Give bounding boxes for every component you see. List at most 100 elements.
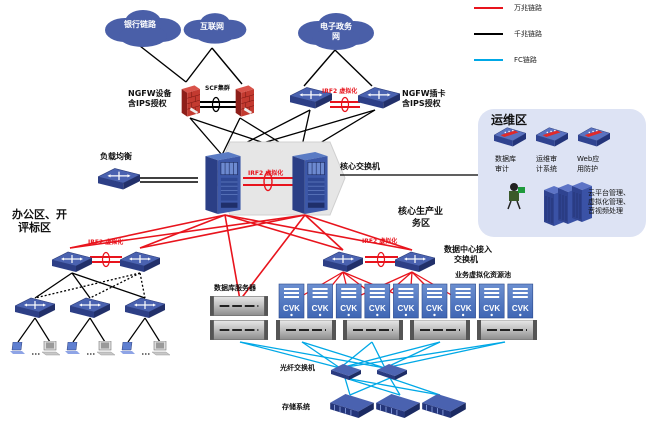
scf-cluster-link: [196, 96, 236, 113]
legend-label-ten-gig: 万兆链路: [514, 4, 542, 12]
virtualization-host-1: [276, 320, 336, 340]
cvk-node-group: CVK CVK CVK CVK CVK CVK CVK CVK CVK: [278, 283, 534, 319]
cvk-label: CVK: [397, 304, 414, 313]
cvk-node: CVK: [450, 283, 476, 319]
core-switch-label: 核心交换机: [340, 162, 380, 171]
production-irf-link: [365, 251, 398, 268]
legend-label-fc: FC链路: [514, 56, 537, 64]
cvk-node: CVK: [278, 283, 305, 319]
storage-array-2: [376, 394, 420, 418]
core-to-zone-links: [69, 214, 413, 301]
ops-platform-line1: 云平台管理、: [588, 189, 630, 197]
cvk-label: CVK: [426, 304, 443, 313]
db-server-label: 数据库服务器: [214, 284, 256, 292]
production-zone-label-line2: 务区: [412, 219, 431, 229]
web-app-firewall-device: [578, 127, 610, 147]
laptop-icon: [120, 342, 136, 355]
internet-links: [139, 45, 373, 87]
storage-array-3: [422, 394, 466, 418]
firewall-label-line2: 含IPS授权: [128, 99, 167, 108]
virtualization-host-2: [343, 320, 403, 340]
office-zone-label-line2: 评标区: [18, 221, 51, 234]
virtualization-pool-label: 业务虚拟化资源池: [455, 271, 511, 279]
load-balancer-label: 负载均衡: [100, 152, 132, 161]
cloud-label-internet: 互联网: [200, 22, 224, 31]
ops-zone-devices: [494, 127, 610, 227]
ngfw-card-label-line2: 含IPS授权: [402, 99, 441, 108]
ops-device-label-waf: Web应用防护: [577, 154, 599, 174]
ops-audit-device: [536, 127, 568, 147]
ops-device-label-db-audit: 数据库审计: [495, 154, 516, 174]
office-zone-label-line1: 办公区、开: [12, 208, 67, 221]
production-irf-label: IRF2 虚拟化: [362, 238, 398, 245]
firewall-icon: [181, 84, 200, 118]
storage-array-1: [330, 394, 374, 418]
dc-access-switch-label-line2: 交换机: [454, 255, 478, 264]
ngfw-card-switch-b: [358, 86, 400, 110]
firewall-icon: [235, 84, 254, 118]
fc-switch-label: 光纤交换机: [280, 364, 315, 372]
desktop-pc-icon: [42, 341, 60, 356]
cvk-node: CVK: [478, 283, 505, 319]
cloud-label-bank: 银行链路: [124, 20, 156, 29]
cvk-node: CVK: [421, 283, 448, 319]
load-balancer-link: [140, 177, 198, 183]
dc-access-switch-a: [323, 251, 363, 273]
cvk-label: CVK: [340, 304, 357, 313]
office-access-switch-2: [70, 297, 110, 319]
ops-device-label-line1: 运维审: [536, 155, 557, 163]
ops-platform-line2: 虚拟化管理、: [588, 198, 630, 206]
virtualization-host-4: [477, 320, 537, 340]
cvk-node: CVK: [393, 283, 419, 319]
laptop-icon: [65, 342, 81, 355]
desktop-pc-icon: [152, 341, 170, 356]
ops-platform-label: 云平台管理、虚拟化管理、音视频处理: [588, 189, 630, 216]
cvk-label: CVK: [369, 304, 386, 313]
db-server-2: [210, 320, 268, 340]
ops-device-label-line1: 数据库: [495, 155, 516, 163]
cvk-label: CVK: [283, 304, 300, 313]
office-irf-label: IRF2 虚拟化: [88, 239, 124, 246]
legend: [474, 7, 503, 61]
db-audit-device: [494, 127, 526, 147]
laptop-icon: [10, 342, 26, 355]
ngfw-irf-link: [330, 96, 360, 113]
office-core-switch-a: [52, 251, 92, 273]
cvk-label: CVK: [512, 304, 529, 313]
office-irf-link: [90, 251, 122, 268]
legend-label-gig: 千兆链路: [514, 30, 542, 38]
ops-device-label-line1: Web应: [577, 155, 600, 163]
office-access-links: [34, 272, 146, 299]
endpoint-links: [17, 317, 161, 343]
fc-links: [239, 341, 506, 396]
office-access-switch-1: [15, 297, 55, 319]
ops-device-label-line2: 审计: [495, 165, 509, 173]
cvk-node: CVK: [307, 283, 333, 319]
cvk-node: CVK: [364, 283, 391, 319]
core-switch-b: [292, 152, 328, 214]
load-balancer-device: [98, 167, 140, 191]
operator-icon: [507, 183, 525, 210]
storage-label: 存储系统: [282, 403, 310, 411]
dc-access-switch-b: [395, 251, 435, 273]
core-irf-link: [243, 171, 294, 192]
cloud-label-egov: 电子政务网: [320, 22, 352, 41]
firewall-label-line1: NGFW设备: [128, 89, 172, 98]
scf-cluster-label: SCF集群: [205, 85, 230, 92]
office-backup-links: [34, 272, 146, 299]
cvk-label: CVK: [455, 304, 472, 313]
cvk-node: CVK: [335, 283, 362, 319]
dc-access-switch-label-line1: 数据中心接入: [444, 245, 492, 254]
production-zone-label-line1: 核心生产业: [398, 207, 444, 217]
core-irf-label: IRF2 虚拟化: [248, 170, 284, 177]
office-core-switch-b: [120, 251, 160, 273]
cvk-label: CVK: [483, 304, 500, 313]
cvk-label: CVK: [312, 304, 329, 313]
ops-device-label-line2: 计系统: [536, 165, 557, 173]
ngfw-irf-label: IRF2 虚拟化: [322, 88, 358, 95]
ops-platform-line3: 音视频处理: [588, 207, 623, 215]
db-server-1: [210, 296, 268, 316]
ops-zone-title: 运维区: [491, 113, 528, 127]
virtualization-host-3: [410, 320, 470, 340]
